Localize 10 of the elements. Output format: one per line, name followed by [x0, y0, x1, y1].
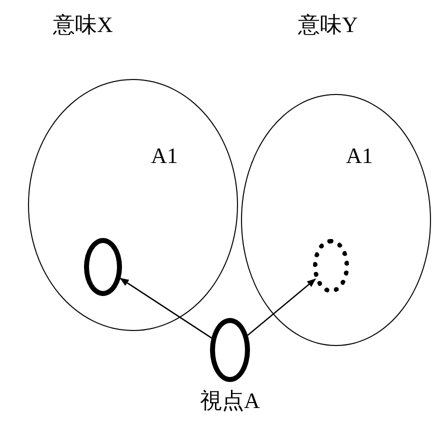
region-label: A1 — [151, 143, 178, 169]
region-heading: 意味Y — [298, 11, 358, 39]
viewpoint-label: 視点A — [200, 387, 260, 415]
bold-ellipse — [84, 238, 122, 296]
arrow — [247, 278, 316, 336]
bold-ellipse — [210, 318, 250, 382]
region-heading: 意味X — [53, 11, 113, 39]
region-label: A1 — [346, 143, 373, 169]
arrow — [120, 278, 212, 338]
dotted-ellipse — [313, 239, 349, 293]
